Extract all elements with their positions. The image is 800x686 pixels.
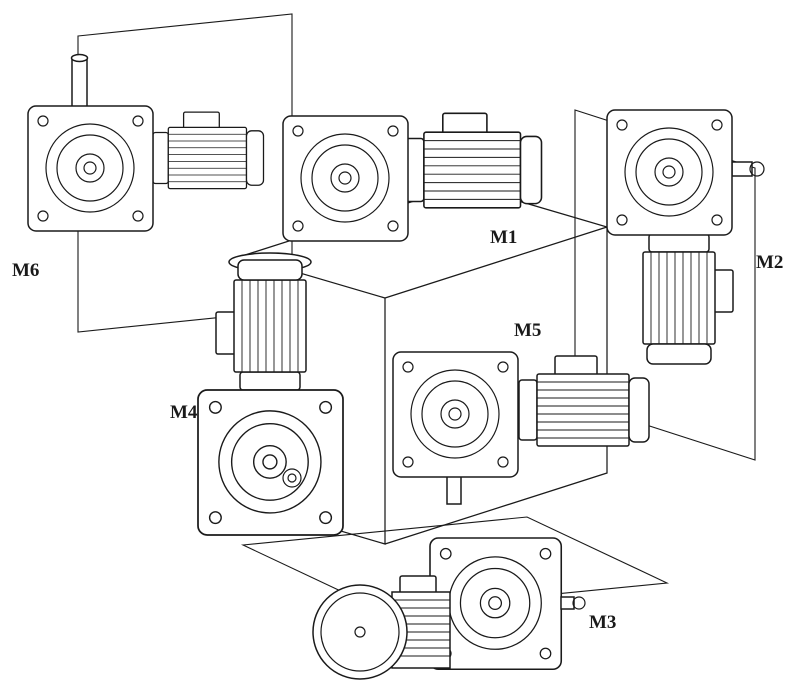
output-shaft-end	[749, 161, 765, 177]
mounting-plane-floor	[240, 516, 670, 612]
gearbox-unit	[392, 351, 519, 478]
gearbox-unit	[197, 389, 344, 536]
motor-unit	[518, 355, 650, 447]
fan-cover-inner-circle	[320, 592, 400, 672]
gearbox-unit	[27, 105, 154, 232]
gearmotor-m5	[392, 351, 650, 505]
input-shaft-end	[70, 53, 89, 63]
fan-cover-circle	[312, 584, 408, 680]
output-shaft	[560, 596, 575, 610]
label-m5: M5	[514, 320, 541, 341]
motor-unit	[642, 233, 734, 365]
motor-unit	[152, 111, 265, 190]
gearmotor-m6	[27, 53, 265, 232]
label-m4: M4	[170, 402, 198, 423]
label-m2: M2	[756, 252, 783, 273]
output-shaft-end	[287, 473, 297, 483]
label-m3: M3	[589, 612, 616, 633]
motor-unit	[404, 112, 543, 209]
label-m1: M1	[490, 227, 517, 248]
label-m6: M6	[12, 260, 39, 281]
gearmotor-m2	[606, 109, 765, 365]
gearbox-unit	[282, 115, 409, 242]
gearmotor-m1	[282, 112, 543, 242]
fan-hub	[354, 626, 366, 638]
gearmotor-m3	[312, 537, 586, 680]
motor-unit	[215, 259, 307, 391]
output-shaft-end	[572, 596, 586, 610]
gearbox-unit	[606, 109, 733, 236]
output-shaft-end	[282, 468, 302, 488]
cooling-fins	[392, 599, 450, 657]
output-shaft	[446, 473, 462, 505]
output-shaft	[731, 161, 753, 177]
input-shaft	[71, 57, 88, 111]
gearmotor-m4	[197, 252, 344, 536]
